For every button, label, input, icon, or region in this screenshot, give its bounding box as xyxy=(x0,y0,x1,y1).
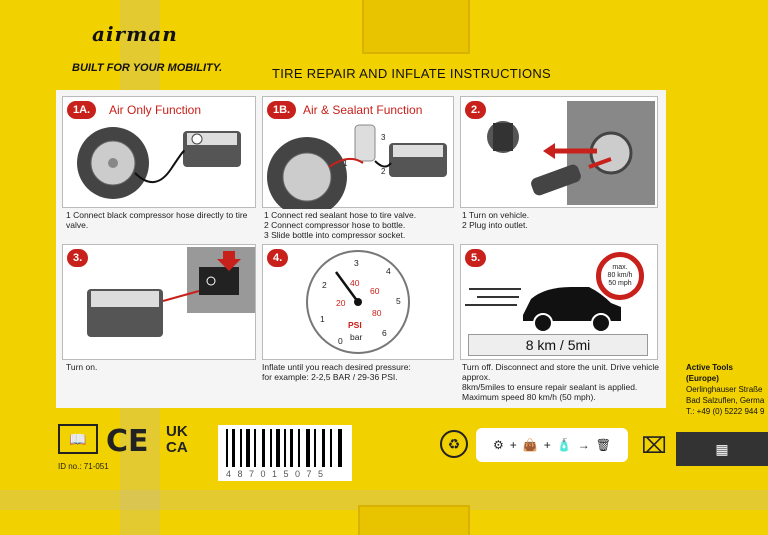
callout-1: 1 xyxy=(343,159,348,168)
switch-on-illustration xyxy=(87,247,255,337)
id-number: ID no.: 71-051 xyxy=(58,462,109,471)
manual-info-icon: 📖 xyxy=(58,424,98,454)
caption-line: 1 Turn on vehicle. xyxy=(462,210,530,220)
crossed-bin-icon: ⌧ xyxy=(641,433,667,458)
caption-line: 3 Slide bottle into compressor socket. xyxy=(264,230,406,240)
step-badge: 4. xyxy=(267,249,289,267)
bin-icon: 🗑 xyxy=(595,438,611,452)
gauge-inner-40: 40 xyxy=(350,278,360,288)
barcode-number: 4 8 7 0 1 5 0 7 5 xyxy=(226,469,326,479)
caption-1a: 1 Connect black compressor hose directly… xyxy=(66,210,248,230)
caption-line: Maximum speed 80 km/h (50 mph). xyxy=(462,392,596,402)
step-badge: 2. xyxy=(465,101,487,119)
gauge-unit-bar: bar xyxy=(350,332,363,342)
caption-line: approx. xyxy=(462,372,491,382)
distance-bar: 8 km / 5mi xyxy=(468,334,648,356)
speed-sign-max: max. xyxy=(612,264,628,271)
step-badge: 3. xyxy=(67,249,89,267)
plus-icon: + xyxy=(509,438,517,452)
car-illustration xyxy=(465,287,621,333)
disposal-info-icon: ▦ xyxy=(676,432,768,466)
caption-4: Inflate until you reach desired pressure… xyxy=(262,362,462,382)
caption-line: Inflate until you reach desired pressure… xyxy=(262,362,411,372)
panel-2: 2. xyxy=(460,96,658,208)
gauge-inner-80: 80 xyxy=(372,308,382,318)
gauge-outer-5: 5 xyxy=(396,296,401,306)
ukca-top: UK xyxy=(166,423,188,440)
address-line: T.: +49 (0) 5222 944 9 xyxy=(686,407,765,416)
instructions-title: TIRE REPAIR AND INFLATE INSTRUCTIONS xyxy=(272,66,552,81)
box-flap-top xyxy=(362,0,470,54)
caption-line: 1 Connect red sealant hose to tire valve… xyxy=(264,210,417,220)
gauge-outer-4: 4 xyxy=(386,266,391,276)
step-heading: Air & Sealant Function xyxy=(303,103,423,117)
caption-5: Turn off. Disconnect and store the unit.… xyxy=(462,362,672,402)
step-badge: 1A. xyxy=(67,101,97,119)
gauge-outer-0: 0 xyxy=(338,336,343,346)
gauge-inner-60: 60 xyxy=(370,286,380,296)
gauge-needle xyxy=(334,271,362,306)
plug-outlet-illustration xyxy=(487,101,655,205)
caption-2: 1 Turn on vehicle. 2 Plug into outlet. xyxy=(462,210,662,230)
speed-sign-mph: 50 mph xyxy=(608,280,632,287)
caption-line: 2 Connect compressor hose to bottle. xyxy=(264,220,406,230)
ukca-mark: UK CA xyxy=(166,424,188,456)
gauge-unit-psi: PSI xyxy=(348,320,362,330)
brand-logo: airman xyxy=(92,22,178,46)
caption-line: 8km/5miles to ensure repair sealant is a… xyxy=(462,382,638,392)
caption-1b: 1 Connect red sealant hose to tire valve… xyxy=(264,210,458,240)
ce-mark: CE xyxy=(106,424,149,459)
recycling-sequence: ⚙ + 👜 + 🧴 → 🗑 xyxy=(476,428,628,462)
barcode: 4 8 7 0 1 5 0 7 5 xyxy=(218,425,352,481)
panel-1a: 1A. Air Only Function xyxy=(62,96,256,208)
gear-icon: ⚙ xyxy=(493,438,504,452)
gauge-outer-6: 6 xyxy=(382,328,387,338)
caption-line: 2 Plug into outlet. xyxy=(462,220,528,230)
tire-compressor-illustration xyxy=(77,127,241,199)
plus-icon: + xyxy=(543,438,551,452)
speed-limit-sign: max. 80 km/h 50 mph xyxy=(596,252,644,300)
ukca-bottom: CA xyxy=(166,439,188,456)
arrow-icon: → xyxy=(577,438,590,452)
gauge-outer-2: 2 xyxy=(322,280,327,290)
panel-1b: 1B. Air & Sealant Function 1 2 3 xyxy=(262,96,454,209)
bottle-icon: 🧴 xyxy=(556,438,572,452)
gauge-outer-3: 3 xyxy=(354,258,359,268)
tape-stain xyxy=(0,490,768,510)
company-address: Active Tools (Europe) Oerlinghauser Stra… xyxy=(686,362,768,417)
box-flap-bottom xyxy=(358,505,470,535)
speed-sign-kmh: 80 km/h xyxy=(607,272,633,279)
instruction-sheet: 1A. Air Only Function 1 Connect black co… xyxy=(56,90,666,408)
gauge-outer-1: 1 xyxy=(320,314,325,324)
brand-tagline: BUILT FOR YOUR MOBILITY. xyxy=(72,62,223,74)
caption-line: for example: 2-2,5 BAR / 29-36 PSI. xyxy=(262,372,398,382)
caption-3: Turn on. xyxy=(66,362,98,372)
callout-3: 3 xyxy=(381,133,386,142)
pressure-gauge: 0 1 2 3 4 5 6 20 40 60 80 PSI bar xyxy=(306,250,410,354)
address-line: Bad Salzuflen, Germa xyxy=(686,396,765,405)
gauge-inner-20: 20 xyxy=(336,298,346,308)
panel-3: 3. xyxy=(62,244,256,360)
step-heading: Air Only Function xyxy=(109,103,202,117)
step-badge: 5. xyxy=(465,249,487,267)
caption-line: Turn off. Disconnect and store the unit.… xyxy=(462,362,660,372)
bag-icon: 👜 xyxy=(522,438,538,452)
callout-2: 2 xyxy=(381,167,386,176)
tidyman-icon: ♻ xyxy=(440,430,468,458)
step-badge: 1B. xyxy=(267,101,297,119)
address-line: Oerlinghauser Straße xyxy=(686,385,763,394)
address-line: Active Tools (Europe) xyxy=(686,363,733,383)
sealant-illustration xyxy=(267,124,447,209)
